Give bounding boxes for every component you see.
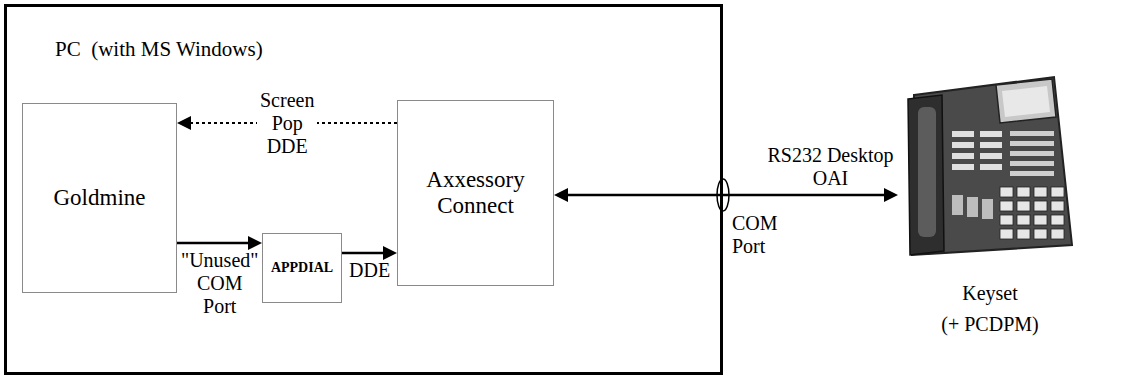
node-label: APPDIAL: [271, 260, 333, 276]
application-box: Axxessory Connect: [397, 100, 554, 286]
node-label: Goldmine: [54, 185, 146, 211]
application-box: Goldmine: [22, 103, 177, 293]
connector-arrow: [554, 188, 898, 202]
keyset-phone: Keyset (+ PCDPM): [898, 55, 1082, 336]
com-port-symbol: [717, 179, 729, 211]
connector-arrow: [177, 236, 262, 250]
frame-title: PC (with MS Windows): [55, 37, 263, 61]
pc-frame: PC (with MS Windows) GoldmineAPPDIAL Axxes…: [4, 4, 723, 375]
connector-label: RS232 Desktop OAI: [763, 144, 898, 190]
phone-illustration: [904, 55, 1076, 260]
connector-label: DDE: [349, 259, 390, 282]
connector-label: Screen Pop DDE: [257, 89, 317, 158]
connector-arrow: [342, 246, 397, 260]
application-box: APPDIAL: [262, 233, 342, 303]
node-label: Axxessory Connect: [426, 167, 524, 220]
node-label: (+ PCDPM): [941, 313, 1038, 336]
connector-label: "Unused" COM Port: [181, 249, 258, 318]
port-label: COM Port: [732, 212, 778, 258]
node-label: Keyset: [962, 282, 1018, 305]
